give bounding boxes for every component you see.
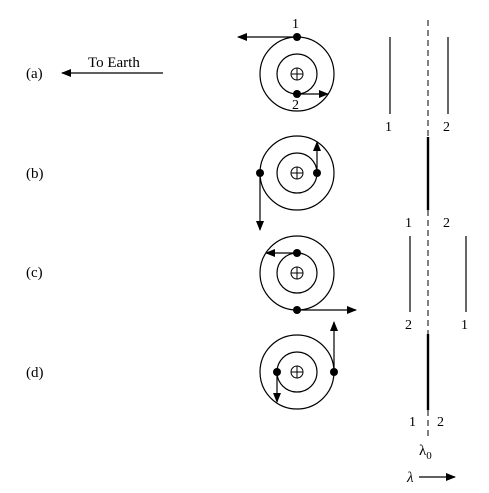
orbit-diagram-d [259,321,338,410]
orbit-diagram-c [259,235,357,314]
to-earth-label: To Earth [88,55,140,71]
center-of-mass-icon [290,67,304,81]
row-label-c: (c) [26,265,43,281]
row-label-d: (d) [26,365,44,381]
star-label-2: 2 [292,98,299,113]
spectral-label-a-right: 2 [443,120,450,135]
spectral-label-d-left: 1 [409,415,416,430]
orbit-diagram-a: 1 2 [237,17,335,113]
row-label-b: (b) [26,166,44,182]
spectral-label-b-right: 2 [443,216,450,231]
spectral-label-c-right: 1 [461,318,468,333]
center-of-mass-icon [290,166,304,180]
spectral-label-a-left: 1 [385,120,392,135]
spectral-label-b-left: 1 [405,216,412,231]
spectral-label-d-right: 2 [437,415,444,430]
orbit-diagram-b [256,135,335,231]
center-of-mass-icon [290,266,304,280]
spectral-label-c-left: 2 [405,318,412,333]
wavelength-axis-label: λ [406,470,414,486]
center-of-mass-icon [290,365,304,379]
row-label-a: (a) [26,66,43,82]
lambda-zero-label: λ0 [419,443,432,462]
star-label-1: 1 [292,17,299,32]
